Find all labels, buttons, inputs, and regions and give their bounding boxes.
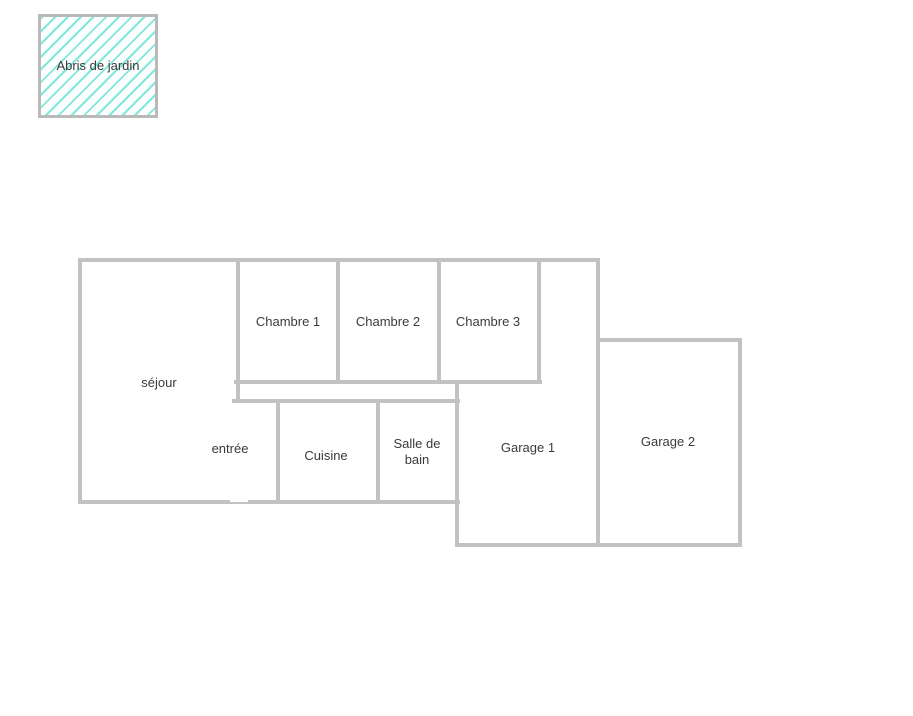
wall-sejour-right — [236, 258, 240, 403]
room-label-entree: entrée — [211, 441, 249, 456]
wall-chambre3-right — [537, 258, 541, 384]
wall-garage2-right — [738, 338, 742, 547]
entry-door-threshold — [230, 502, 248, 504]
room-label-chambre3: Chambre 3 — [455, 314, 521, 329]
room-label-garage1: Garage 1 — [500, 440, 556, 455]
room-label-sejour: séjour — [141, 375, 177, 390]
wall-house-bottom-left — [78, 500, 230, 504]
wall-bedrooms-bottom — [234, 380, 542, 384]
garden-shed-box: Abris de jardin — [38, 14, 158, 118]
wall-garage1-garage2 — [596, 258, 600, 547]
wall-cuisine-left — [276, 399, 280, 504]
room-label-chambre1: Chambre 1 — [255, 314, 321, 329]
room-label-chambre2: Chambre 2 — [355, 314, 421, 329]
wall-garage2-top — [596, 338, 742, 342]
wall-corridor-bottom — [232, 399, 460, 403]
room-label-cuisine: Cuisine — [304, 448, 348, 463]
wall-chambre2-chambre3 — [437, 258, 441, 384]
wall-chambre1-chambre2 — [336, 258, 340, 384]
wall-garage1-left — [455, 380, 459, 547]
wall-house-bottom-right — [248, 500, 460, 504]
wall-cuisine-salledebain — [376, 399, 380, 504]
room-label-salle-de-bain: Salle de bain — [393, 436, 441, 467]
room-label-garage2: Garage 2 — [640, 434, 696, 449]
garden-shed-label: Abris de jardin — [56, 58, 140, 73]
wall-house-left — [78, 258, 82, 504]
